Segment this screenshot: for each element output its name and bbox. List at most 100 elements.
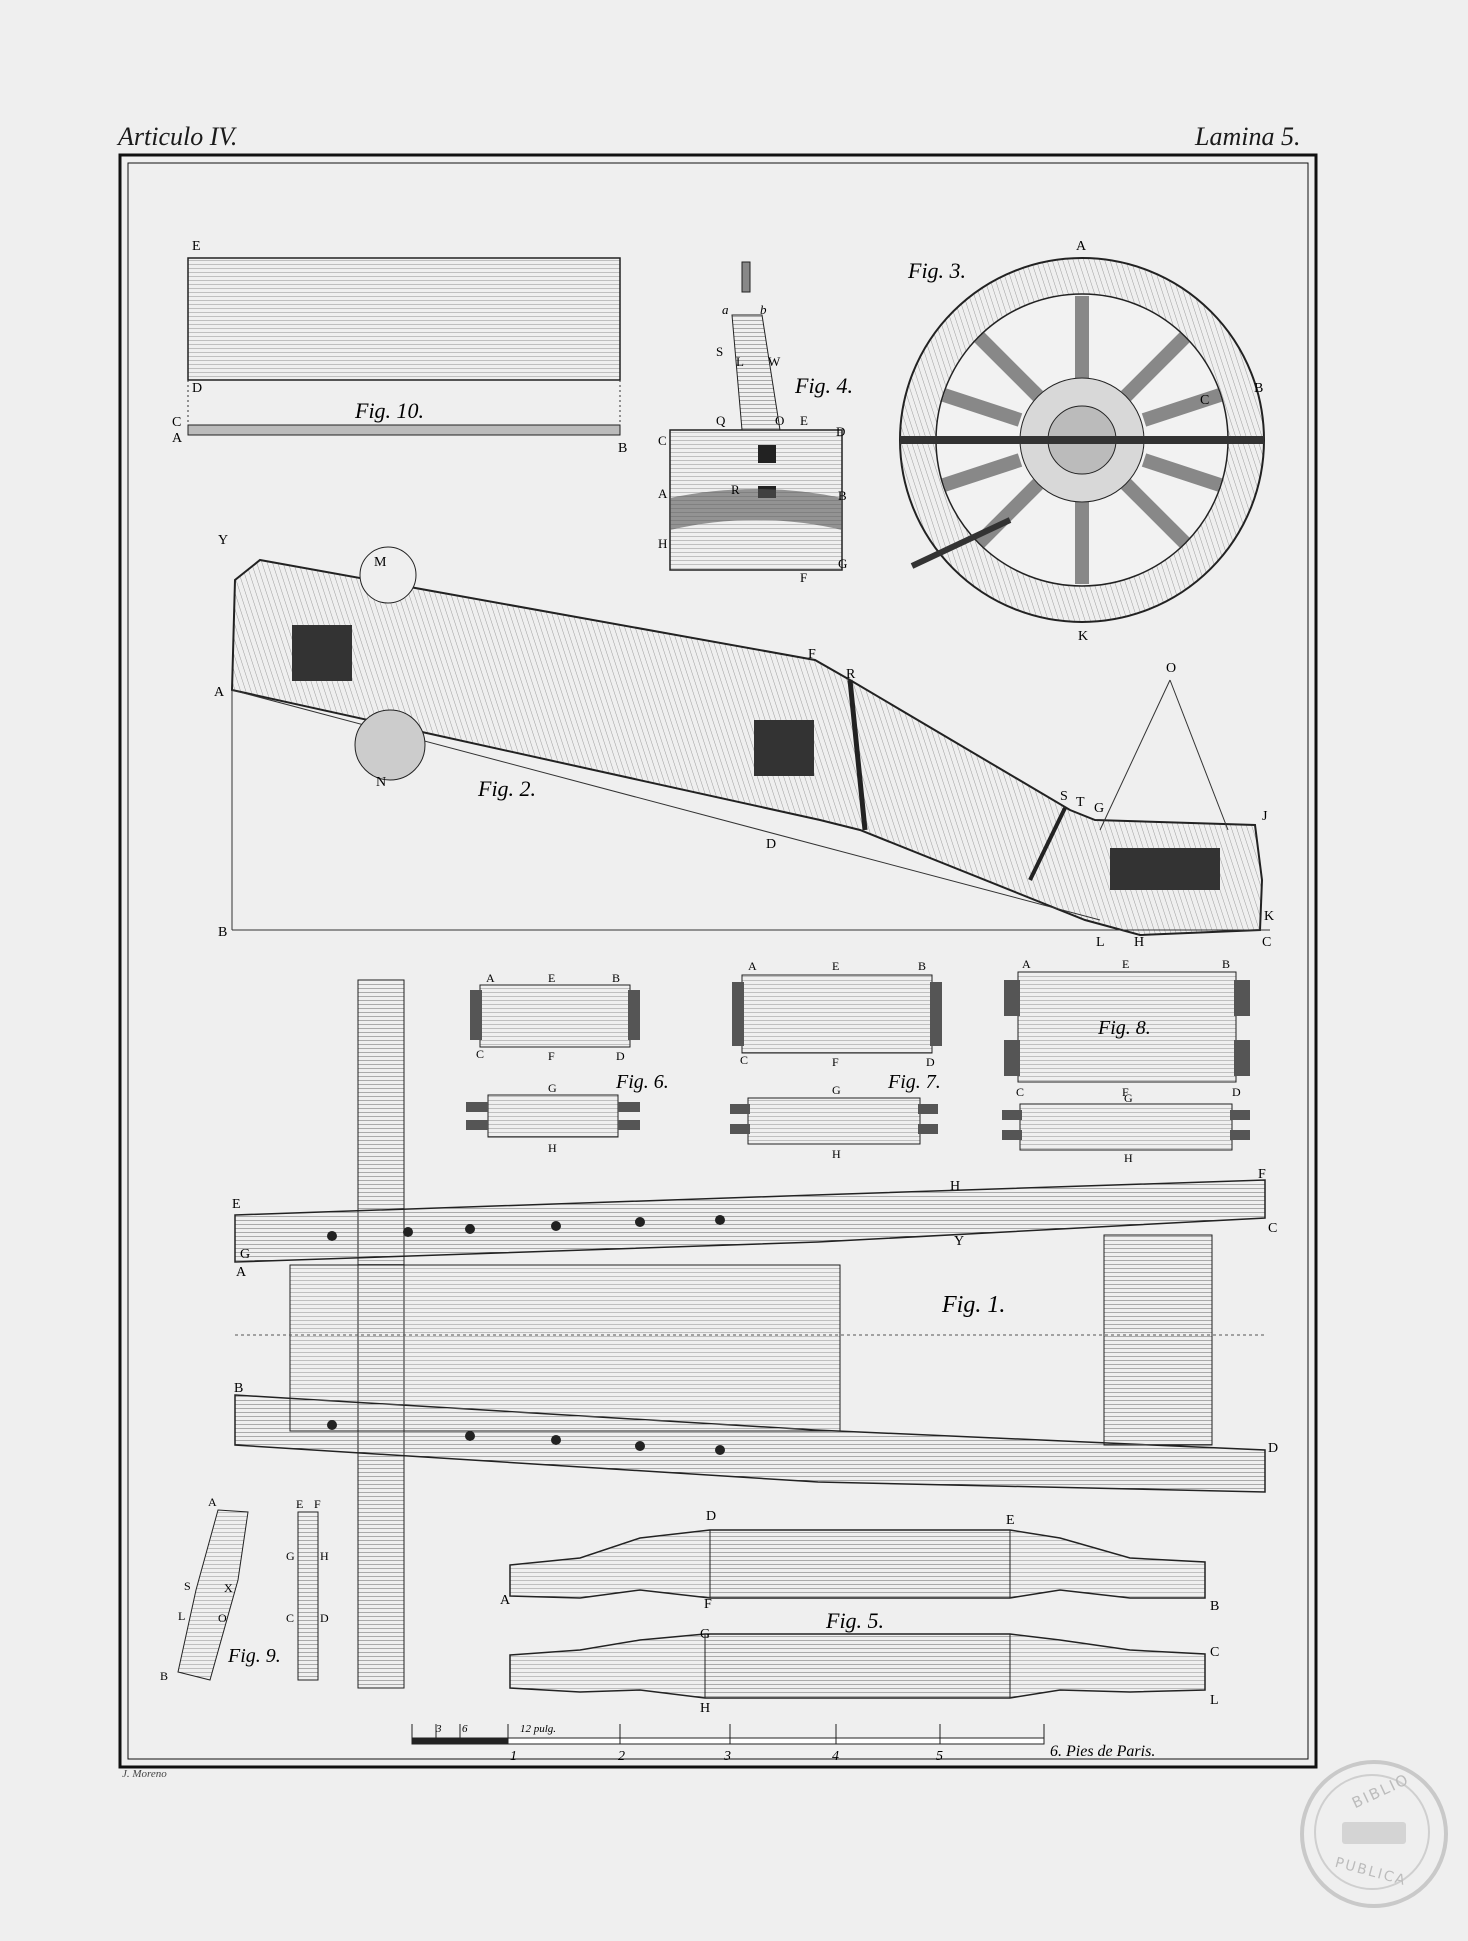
- svg-text:F: F: [808, 647, 816, 662]
- svg-text:C: C: [476, 1047, 484, 1061]
- svg-text:L: L: [736, 354, 744, 369]
- svg-text:C: C: [1016, 1085, 1024, 1099]
- svg-text:E: E: [296, 1497, 303, 1511]
- fig5-label: Fig. 5.: [825, 1608, 884, 1633]
- scale-tick-3: 3: [723, 1749, 731, 1764]
- scale-tick-1: 1: [510, 1749, 517, 1764]
- svg-text:G: G: [286, 1549, 295, 1563]
- svg-text:R: R: [731, 482, 740, 497]
- stamp-ring: [1314, 1774, 1430, 1890]
- fig4-drawing: a b S L W Q O E D C A R B H G F: [658, 261, 847, 585]
- svg-text:C: C: [1210, 1645, 1219, 1660]
- fig3-label: Fig. 3.: [907, 258, 966, 283]
- svg-text:S: S: [184, 1579, 191, 1593]
- svg-text:B: B: [160, 1669, 168, 1683]
- fig6-label: Fig. 6.: [615, 1071, 669, 1093]
- svg-text:D: D: [1268, 1441, 1278, 1456]
- svg-text:E: E: [1006, 1513, 1015, 1528]
- svg-text:H: H: [548, 1141, 557, 1155]
- scale-tick-3in: 3: [435, 1723, 442, 1735]
- svg-text:X: X: [224, 1581, 233, 1595]
- svg-text:D: D: [616, 1049, 625, 1063]
- svg-text:G: G: [548, 1081, 557, 1095]
- svg-text:C: C: [286, 1611, 294, 1625]
- svg-text:B: B: [612, 971, 620, 985]
- svg-text:D: D: [836, 424, 845, 439]
- svg-text:F: F: [704, 1597, 712, 1612]
- svg-text:H: H: [1134, 935, 1144, 950]
- svg-text:B: B: [918, 959, 926, 973]
- svg-text:H: H: [832, 1147, 841, 1161]
- fig2-drawing: Y M A B F R S T G J K C L H O D N: [214, 533, 1274, 950]
- scale-tick-5: 5: [936, 1749, 943, 1764]
- svg-text:B: B: [218, 925, 227, 940]
- svg-text:L: L: [1096, 935, 1105, 950]
- svg-text:B: B: [618, 441, 627, 456]
- svg-text:A: A: [486, 971, 495, 985]
- plate-frame-inner: [127, 162, 1309, 1760]
- fig8-label: Fig. 8.: [1097, 1017, 1151, 1039]
- svg-text:H: H: [950, 1179, 960, 1194]
- svg-text:H: H: [320, 1549, 329, 1563]
- svg-text:G: G: [1124, 1091, 1133, 1105]
- svg-text:F: F: [1122, 1085, 1129, 1099]
- svg-text:Y: Y: [954, 1234, 964, 1249]
- scale-tick-12in: 12 pulg.: [520, 1723, 556, 1735]
- svg-text:C: C: [740, 1053, 748, 1067]
- library-stamp: BIBLIO PUBLICA: [1300, 1760, 1448, 1908]
- svg-text:D: D: [766, 837, 776, 852]
- svg-text:H: H: [1124, 1151, 1133, 1165]
- svg-text:S: S: [716, 344, 723, 359]
- fig9-label: Fig. 9.: [227, 1645, 281, 1667]
- svg-text:E: E: [192, 239, 201, 254]
- svg-text:R: R: [846, 667, 856, 682]
- svg-text:T: T: [1076, 795, 1085, 810]
- svg-text:B: B: [234, 1381, 243, 1396]
- svg-text:A: A: [236, 1265, 247, 1280]
- svg-text:A: A: [208, 1495, 217, 1509]
- svg-text:A: A: [1022, 957, 1031, 971]
- svg-text:O: O: [775, 413, 784, 428]
- fig6-drawing: A E B C F D G H: [466, 971, 640, 1155]
- fig7-label: Fig. 7.: [887, 1071, 941, 1093]
- stamp-center: [1342, 1822, 1406, 1844]
- svg-text:C: C: [172, 415, 181, 430]
- svg-text:D: D: [320, 1611, 329, 1625]
- svg-text:D: D: [706, 1509, 716, 1524]
- svg-text:B: B: [1210, 1599, 1219, 1614]
- svg-text:E: E: [800, 413, 808, 428]
- svg-text:D: D: [192, 381, 202, 396]
- svg-text:J: J: [1262, 809, 1268, 824]
- svg-text:O: O: [218, 1611, 227, 1625]
- svg-text:G: G: [1094, 801, 1104, 816]
- svg-text:L: L: [1210, 1693, 1219, 1708]
- scale-label: 6. Pies de Paris.: [1050, 1743, 1155, 1760]
- svg-text:E: E: [548, 971, 555, 985]
- svg-text:B: B: [838, 488, 847, 503]
- engraver-signature: J. Moreno: [122, 1768, 167, 1780]
- svg-text:G: G: [700, 1627, 710, 1642]
- fig3-wheel: A B C K: [899, 239, 1265, 644]
- svg-text:Q: Q: [716, 413, 726, 428]
- svg-text:H: H: [658, 536, 667, 551]
- article-heading: Articulo IV.: [118, 122, 238, 151]
- fig1-label: Fig. 1.: [941, 1292, 1005, 1318]
- svg-text:K: K: [1264, 909, 1274, 924]
- svg-text:L: L: [178, 1609, 185, 1623]
- svg-text:B: B: [1254, 381, 1263, 396]
- svg-text:F: F: [548, 1049, 555, 1063]
- svg-text:O: O: [1166, 661, 1176, 676]
- svg-text:A: A: [500, 1593, 511, 1608]
- svg-text:A: A: [1076, 239, 1087, 254]
- svg-text:A: A: [748, 959, 757, 973]
- svg-text:N: N: [376, 775, 386, 790]
- svg-text:A: A: [214, 685, 225, 700]
- svg-text:S: S: [1060, 789, 1068, 804]
- svg-text:C: C: [1262, 935, 1271, 950]
- svg-text:D: D: [1232, 1085, 1241, 1099]
- svg-text:F: F: [832, 1055, 839, 1069]
- svg-text:F: F: [1258, 1167, 1266, 1182]
